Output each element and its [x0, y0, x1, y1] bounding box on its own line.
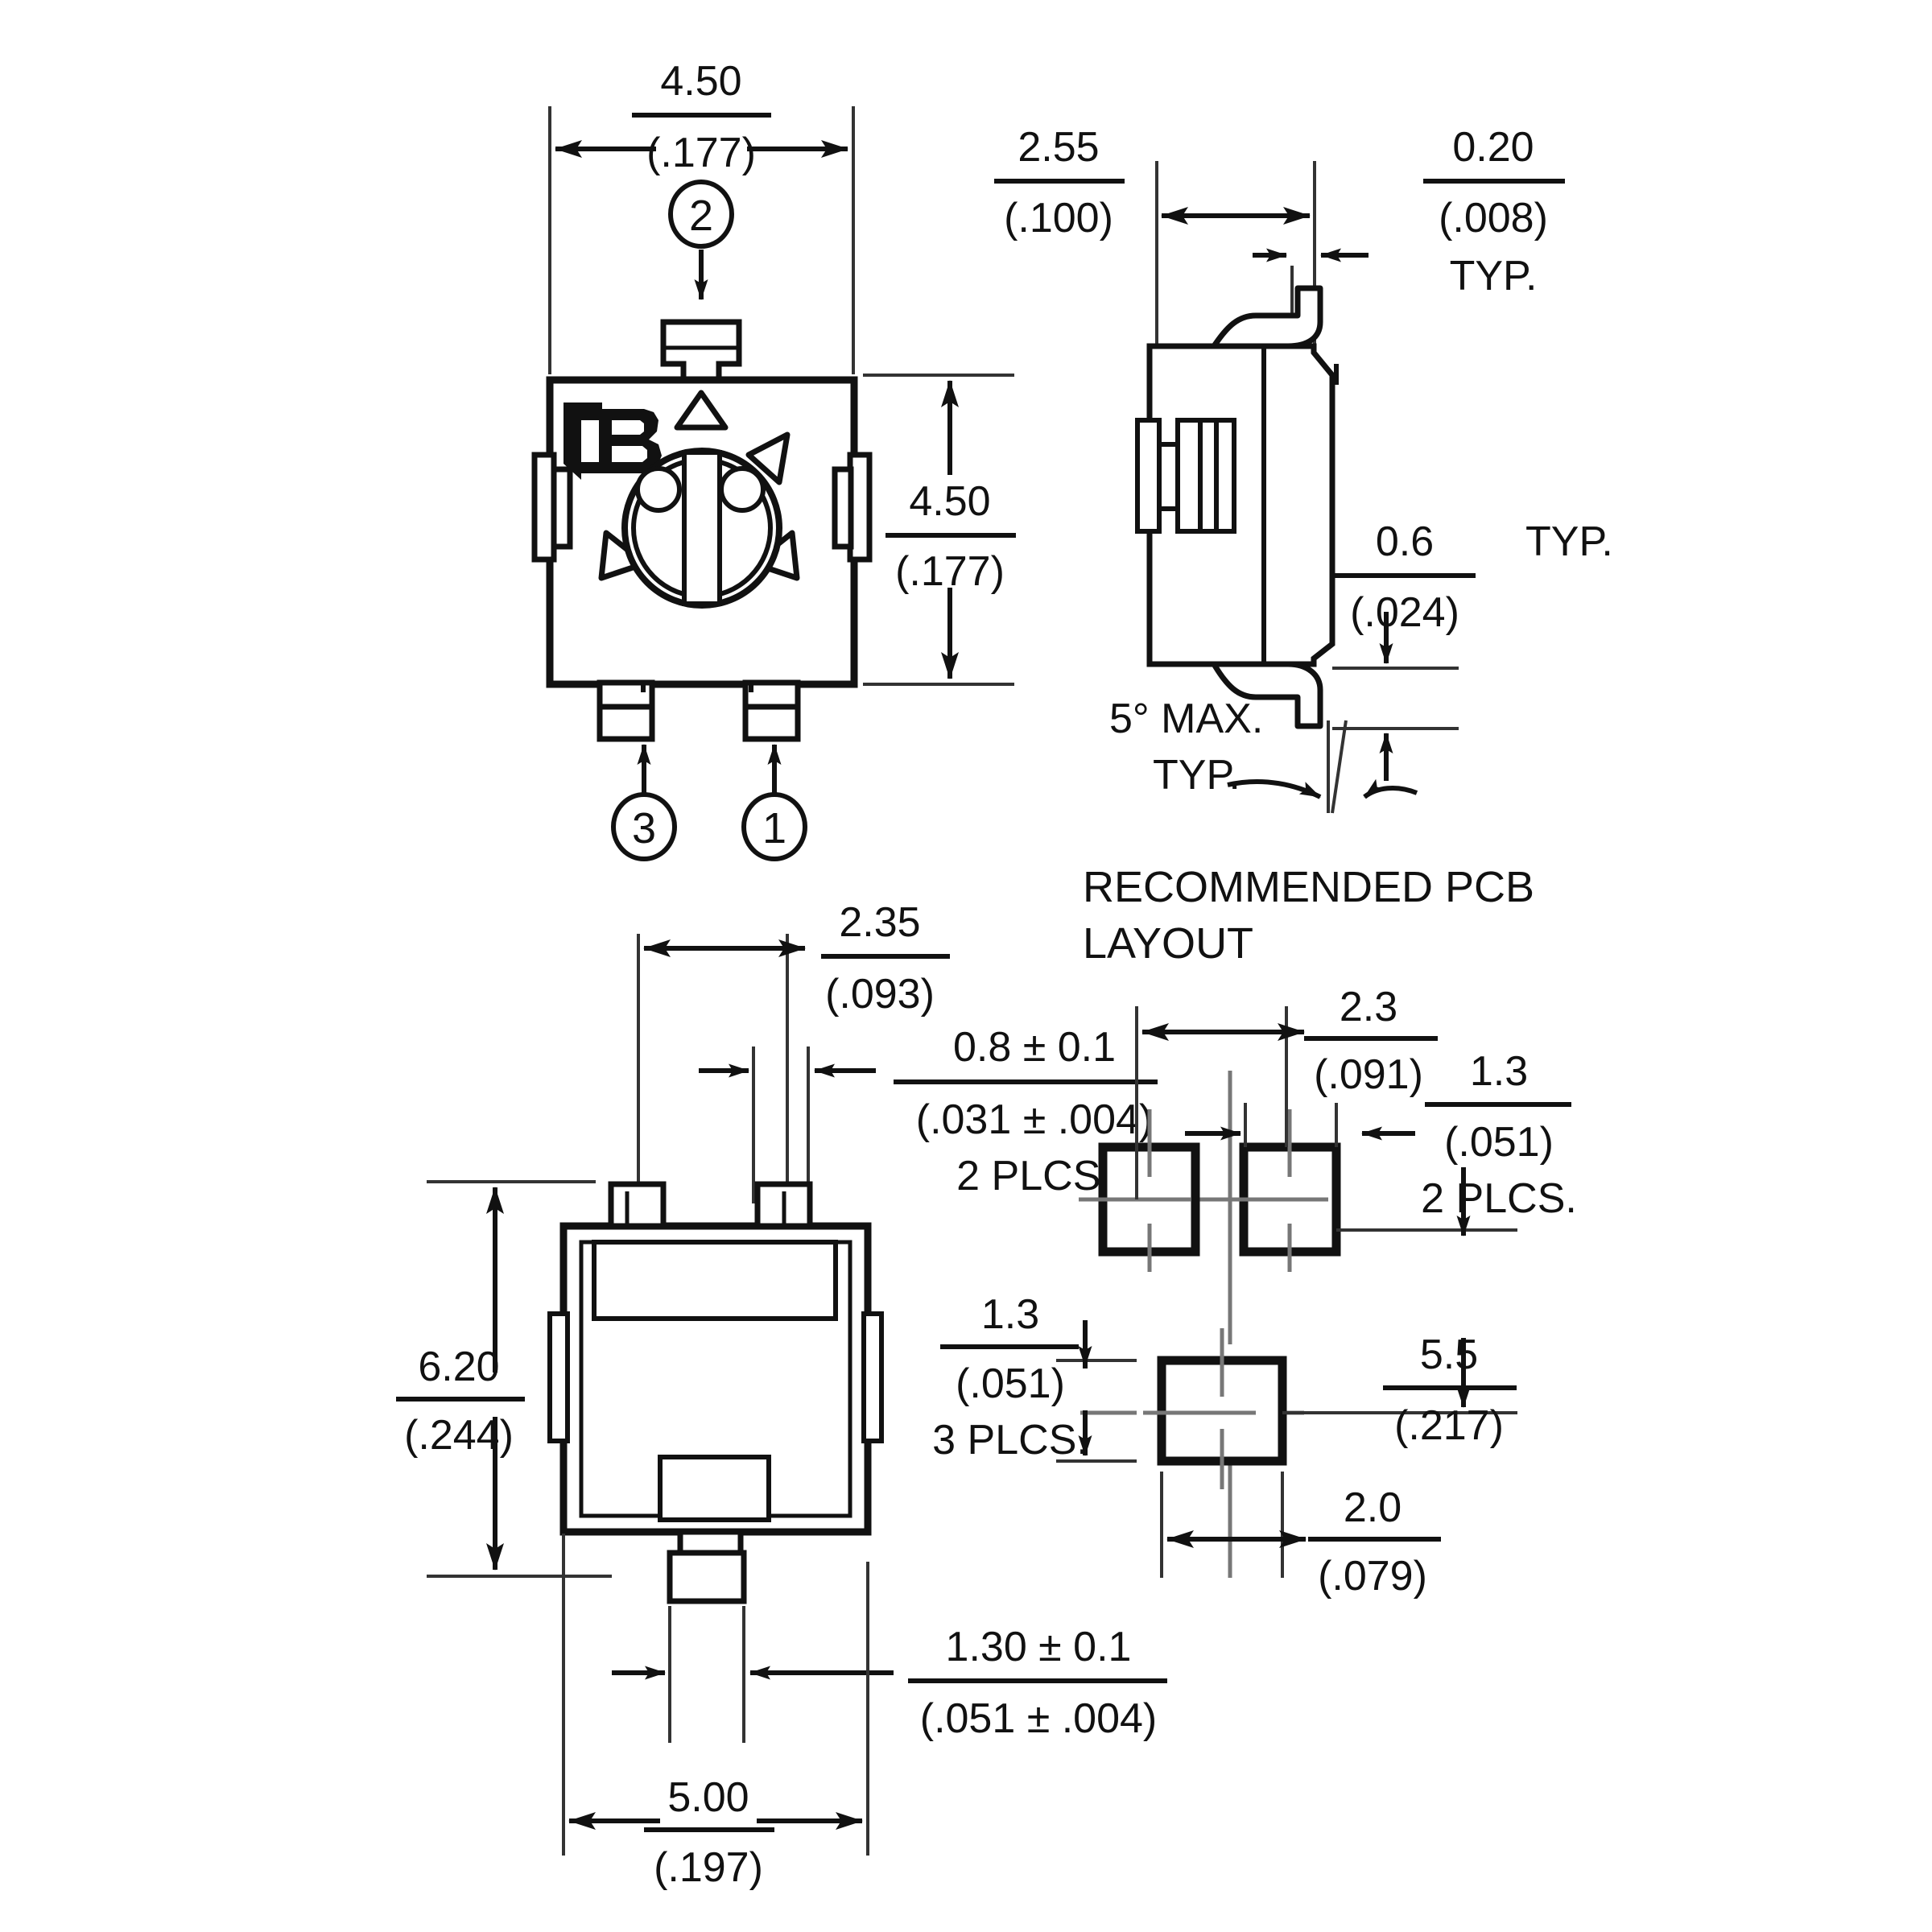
pcb-span-dimension: 5.5 (.217) [1282, 1167, 1517, 1449]
lead-thickness-dimension: 0.20 (.008) TYP. [1253, 124, 1565, 378]
bottom-view-inner-slot-bottom [658, 1455, 771, 1522]
dim-top-width-metric: 4.50 [660, 58, 741, 105]
gull-wing-lead-top [1211, 285, 1323, 349]
dim-pcb-padw-metric: 1.3 [1470, 1048, 1528, 1095]
side-view-group: 2.55 (.100) 0.20 (.008) TYP. [994, 124, 1613, 814]
balloon-3-label: 3 [632, 804, 656, 852]
dim-pin-wb-metric: 1.30 ± 0.1 [946, 1624, 1132, 1670]
screw-hole-right [719, 466, 766, 513]
draft-angle-line2: TYP. [1153, 752, 1241, 799]
dim-body-len-metric: 6.20 [418, 1344, 499, 1390]
terminal-1-bottom [742, 679, 801, 742]
draft-angle-line1: 5° MAX. [1109, 696, 1263, 742]
dim-pin-wb-imperial: (.051 ± .004) [920, 1695, 1157, 1742]
balloon-1-label: 1 [762, 804, 786, 852]
draft-angle-note: 5° MAX. TYP. [1109, 696, 1418, 814]
pin-width-bottom-dimension: 1.30 ± 0.1 (.051 ± .004) [612, 1606, 1167, 1743]
pcb-pad-height-dimension: 1.3 (.051) 3 PLCS. [932, 1291, 1137, 1463]
bottom-view-inner-slot-top [592, 1240, 838, 1321]
dim-pcb-pitch-metric: 2.3 [1340, 984, 1397, 1030]
dim-standoff-imperial: (.024) [1350, 589, 1459, 636]
balloon-1: 1 [741, 744, 807, 861]
dim-top-height-imperial: (.177) [895, 548, 1005, 595]
dim-side-h-imperial: (.100) [1004, 195, 1113, 242]
balloon-3: 3 [611, 744, 677, 861]
dim-pin-w-suffix: 2 PLCS. [956, 1153, 1113, 1199]
bottom-view-group: 2.35 (.093) 0.8 ± 0.1 (.031 ± .004) 2 PL… [396, 899, 1167, 1891]
dim-pcb-padw-suffix: 2 PLCS. [1421, 1175, 1577, 1222]
side-screw-profile [1135, 418, 1236, 534]
dim-pcb-pitch-imperial: (.091) [1314, 1051, 1423, 1098]
dim-standoff-suffix: TYP. [1525, 518, 1613, 565]
pin-width-top-dimension: 0.8 ± 0.1 (.031 ± .004) 2 PLCS. [699, 1024, 1158, 1203]
dim-pcb-padwb-metric: 2.0 [1344, 1484, 1402, 1531]
top-view-height-dimension: 4.50 (.177) [863, 374, 1016, 686]
dim-lead-thk-imperial: (.008) [1439, 195, 1548, 242]
dim-pcb-padwb-imperial: (.079) [1318, 1553, 1427, 1600]
dim-pcb-span-imperial: (.217) [1394, 1402, 1504, 1449]
screw-hole-left [635, 466, 682, 513]
bourns-b-logo [564, 402, 662, 480]
dim-top-width-imperial: (.177) [646, 130, 756, 176]
dim-side-h-metric: 2.55 [1018, 124, 1099, 171]
side-tab-right [832, 452, 873, 563]
balloon-2: 2 [668, 180, 734, 300]
pcb-heading-line2: LAYOUT [1083, 919, 1253, 968]
terminal-2-top [660, 319, 742, 384]
dim-pcb-span-metric: 5.5 [1420, 1331, 1478, 1378]
dim-standoff-metric: 0.6 [1376, 518, 1434, 565]
adjustment-screw [621, 448, 782, 609]
dim-lead-thk-metric: 0.20 [1452, 124, 1534, 171]
pcb-pad-width-bottom-dimension: 2.0 (.079) [1160, 1472, 1441, 1600]
screw-slot [682, 450, 722, 606]
pcb-pad-right [1222, 1109, 1341, 1272]
dim-pin-w-imperial: (.031 ± .004) [916, 1096, 1153, 1143]
top-view-group: 4.50 (.177) 2 [531, 58, 1016, 861]
top-width-label: 4.50 (.177) [632, 58, 771, 176]
standoff-dimension: 0.6 (.024) TYP. [1332, 518, 1613, 781]
body-length-dimension: 6.20 (.244) [396, 1180, 612, 1578]
top-view-width-dimension [548, 106, 855, 374]
pcb-layout-group: RECOMMENDED PCB LAYOUT [932, 863, 1577, 1600]
pin-pitch-dimension: 2.35 (.093) [637, 899, 950, 1203]
bottom-tab-right [861, 1311, 884, 1443]
dim-pin-pitch-metric: 2.35 [839, 899, 920, 946]
dim-pcb-padh-imperial: (.051) [956, 1360, 1065, 1407]
terminal-3-bottom [597, 679, 655, 742]
dim-top-height-metric: 4.50 [909, 478, 990, 525]
dim-pin-pitch-imperial: (.093) [825, 971, 935, 1018]
pcb-heading-line1: RECOMMENDED PCB [1083, 863, 1534, 911]
bottom-view-pin-top-left [608, 1181, 667, 1229]
dim-overall-len-metric: 5.00 [667, 1774, 749, 1821]
gull-wing-lead-bottom [1211, 661, 1323, 729]
dim-overall-len-imperial: (.197) [654, 1844, 763, 1891]
pcb-pad-pitch-dimension: 2.3 (.091) [1135, 984, 1438, 1199]
pcb-pad-bottom [1143, 1328, 1287, 1489]
dim-pcb-padw-imperial: (.051) [1444, 1119, 1554, 1166]
dim-body-len-imperial: (.244) [404, 1412, 514, 1459]
balloon-2-label: 2 [689, 192, 713, 240]
side-tab-left [531, 452, 573, 563]
bottom-view-pin-top-right [754, 1181, 813, 1229]
bottom-view-pin-bottom [667, 1529, 747, 1604]
dim-pin-w-metric: 0.8 ± 0.1 [953, 1024, 1116, 1071]
overall-length-dimension: 5.00 (.197) [562, 1534, 869, 1891]
bottom-tab-left [547, 1311, 570, 1443]
dim-pcb-padh-suffix: 3 PLCS. [932, 1417, 1088, 1463]
dim-pcb-padh-metric: 1.3 [981, 1291, 1039, 1338]
dim-lead-thk-suffix: TYP. [1450, 253, 1538, 299]
pcb-pad-width-top-dimension: 1.3 (.051) 2 PLCS. [1185, 1048, 1577, 1222]
